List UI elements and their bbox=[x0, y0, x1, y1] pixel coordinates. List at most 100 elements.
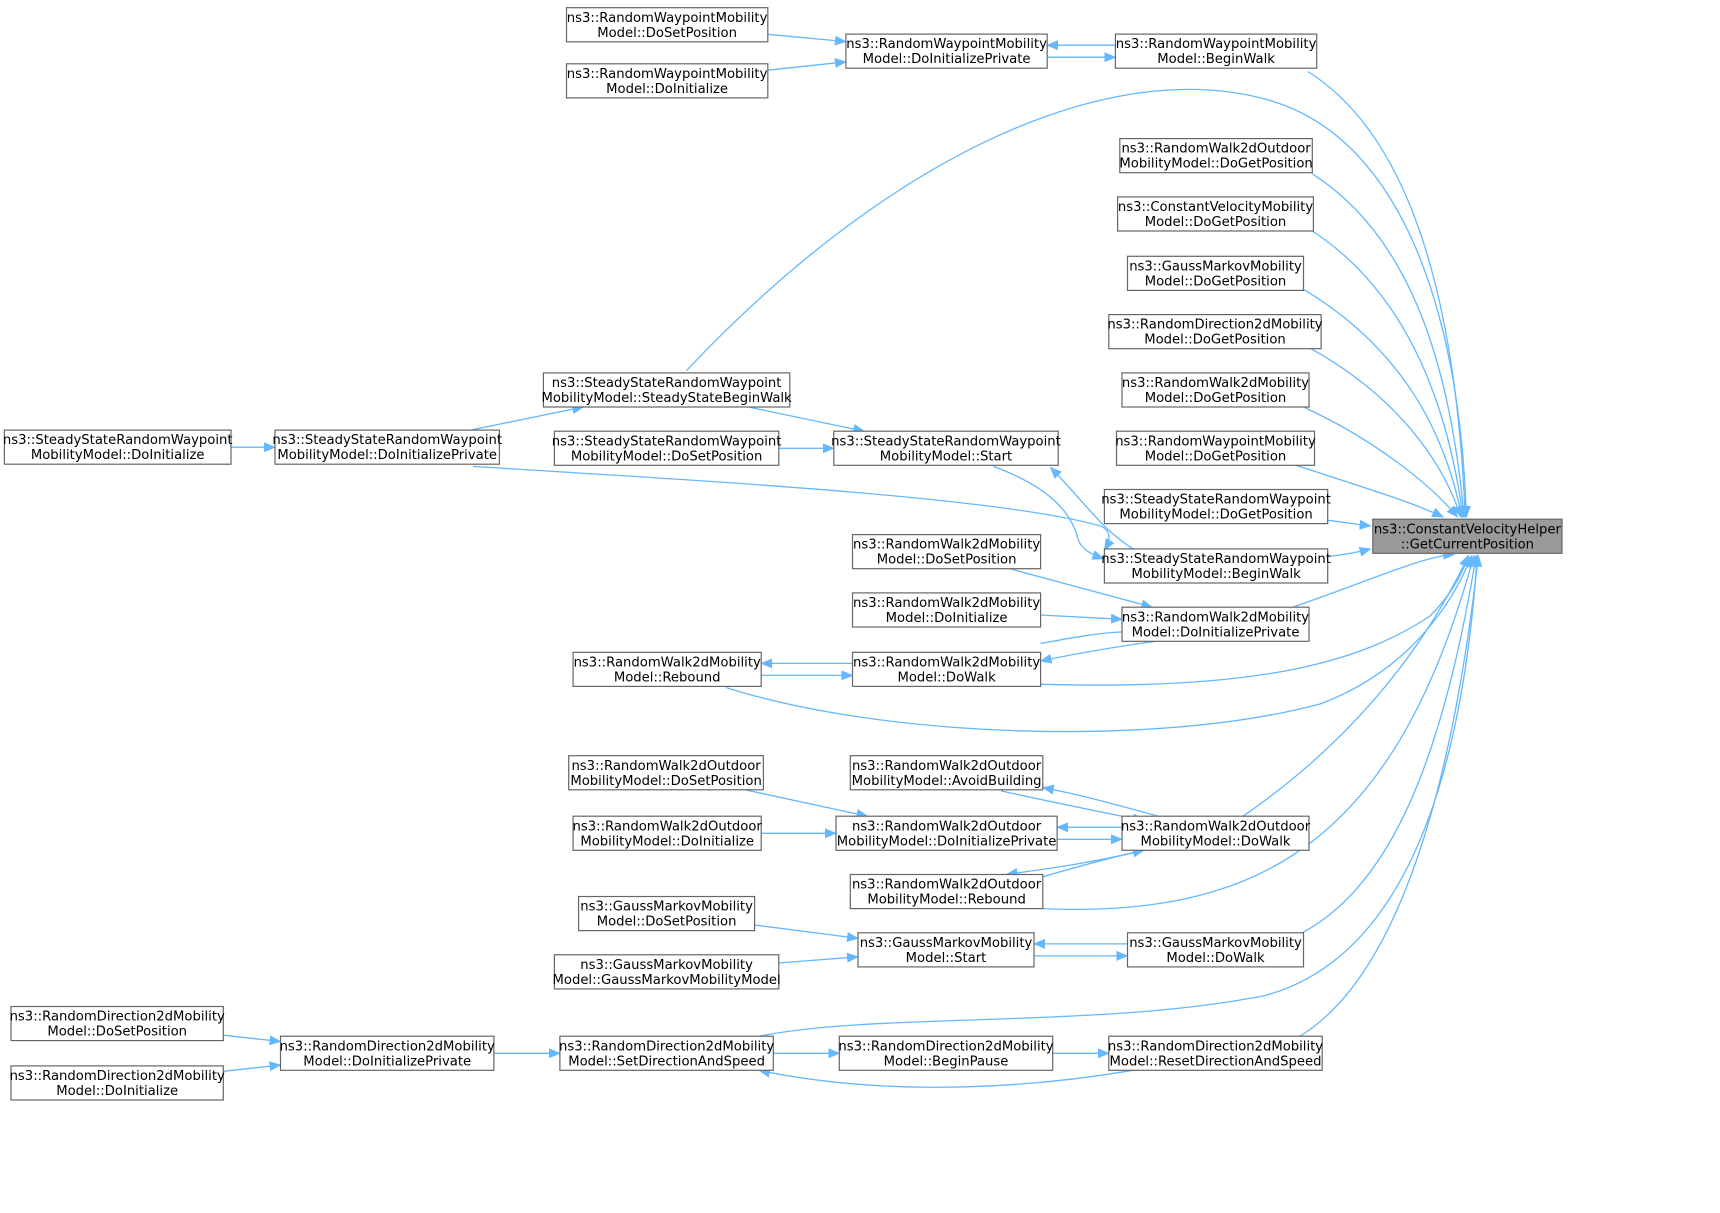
node-gm_ctor[interactable]: ns3::GaussMarkovMobilityModel::GaussMark… bbox=[553, 954, 781, 990]
node-box[interactable] bbox=[833, 430, 1059, 466]
node-rw2do_avoid[interactable]: ns3::RandomWalk2dOutdoorMobilityModel::A… bbox=[849, 755, 1044, 791]
node-box[interactable] bbox=[577, 895, 756, 932]
node-rw2do_doinitpriv[interactable]: ns3::RandomWalk2dOutdoorMobilityModel::D… bbox=[835, 815, 1058, 851]
node-label-line: ns3::GaussMarkovMobility bbox=[1129, 259, 1302, 274]
edge-cv_dogetpos-to-root bbox=[1311, 230, 1467, 518]
node-box[interactable] bbox=[835, 815, 1058, 851]
node-rwp_beginwalk[interactable]: ns3::RandomWaypointMobilityModel::BeginW… bbox=[1114, 33, 1318, 69]
node-box[interactable] bbox=[1121, 815, 1310, 851]
node-box[interactable] bbox=[10, 1005, 224, 1042]
node-box[interactable] bbox=[1119, 138, 1313, 174]
node-ssrwp_start[interactable]: ns3::SteadyStateRandomWaypointMobilityMo… bbox=[831, 430, 1061, 466]
node-box[interactable] bbox=[1115, 430, 1316, 466]
node-label-line: Model::GaussMarkovMobilityModel bbox=[553, 973, 781, 988]
node-box[interactable] bbox=[553, 430, 780, 466]
node-label-line: ns3::RandomWalk2dMobility bbox=[853, 655, 1040, 670]
node-gm_dosetpos[interactable]: ns3::GaussMarkovMobilityModel::DoSetPosi… bbox=[577, 895, 756, 932]
node-label-line: ns3::RandomWaypointMobility bbox=[567, 11, 768, 26]
node-rwp_dogetpos[interactable]: ns3::RandomWaypointMobilityModel::DoGetP… bbox=[1115, 430, 1316, 466]
node-ssrwp_dosetpos[interactable]: ns3::SteadyStateRandomWaypointMobilityMo… bbox=[552, 430, 782, 466]
node-box[interactable] bbox=[553, 954, 780, 990]
node-box[interactable] bbox=[3, 429, 232, 465]
edge-ssrwp_doinitpriv-to-ssrwp_beginwalk bbox=[472, 465, 1115, 551]
node-box[interactable] bbox=[849, 873, 1044, 910]
node-box[interactable] bbox=[1372, 518, 1563, 554]
node-box[interactable] bbox=[568, 755, 765, 791]
node-rw2do_doinit[interactable]: ns3::RandomWalk2dOutdoorMobilityModel::D… bbox=[572, 815, 763, 851]
node-box[interactable] bbox=[845, 33, 1048, 69]
node-ssrwp_doinit[interactable]: ns3::SteadyStateRandomWaypointMobilityMo… bbox=[3, 429, 233, 465]
node-label-line: ns3::RandomWalk2dOutdoor bbox=[571, 759, 761, 774]
node-box[interactable] bbox=[1114, 33, 1318, 69]
node-box[interactable] bbox=[849, 755, 1044, 791]
node-rd2d_doinit[interactable]: ns3::RandomDirection2dMobilityModel::DoI… bbox=[10, 1065, 225, 1101]
node-label-line: ns3::SteadyStateRandomWaypoint bbox=[831, 434, 1061, 449]
node-box[interactable] bbox=[851, 592, 1042, 628]
node-root[interactable]: ns3::ConstantVelocityHelper::GetCurrentP… bbox=[1372, 518, 1563, 554]
node-label-line: ::GetCurrentPosition bbox=[1401, 537, 1534, 552]
node-box[interactable] bbox=[572, 651, 762, 687]
node-rw2do_dowalk[interactable]: ns3::RandomWalk2dOutdoorMobilityModel::D… bbox=[1121, 815, 1311, 851]
edge-ssrwp_dogetpos-to-root bbox=[1327, 519, 1372, 530]
node-rw2do_dogetpos[interactable]: ns3::RandomWalk2dOutdoorMobilityModel::D… bbox=[1119, 138, 1313, 174]
node-rw2d_doinitpriv[interactable]: ns3::RandomWalk2dMobilityModel::DoInitia… bbox=[1121, 606, 1310, 642]
node-box[interactable] bbox=[559, 1035, 774, 1071]
node-label-line: ns3::RandomDirection2dMobility bbox=[10, 1069, 225, 1084]
node-rd2d_setdir[interactable]: ns3::RandomDirection2dMobilityModel::Set… bbox=[559, 1035, 774, 1071]
node-rwp_dosetpos[interactable]: ns3::RandomWaypointMobilityModel::DoSetP… bbox=[565, 7, 769, 43]
node-ssrwp_ssbeginwalk[interactable]: ns3::SteadyStateRandomWaypointMobilityMo… bbox=[541, 372, 792, 408]
node-rw2d_dosetpos[interactable]: ns3::RandomWalk2dMobilityModel::DoSetPos… bbox=[851, 533, 1042, 570]
node-box[interactable] bbox=[838, 1035, 1054, 1071]
node-box[interactable] bbox=[542, 372, 791, 408]
node-rd2d_dogetpos[interactable]: ns3::RandomDirection2dMobilityModel::DoG… bbox=[1107, 314, 1323, 350]
node-rd2d_doinitpriv[interactable]: ns3::RandomDirection2dMobilityModel::DoI… bbox=[279, 1035, 495, 1071]
node-box[interactable] bbox=[1103, 488, 1329, 525]
node-label-line: Model::DoInitialize bbox=[56, 1084, 178, 1099]
node-rw2d_doinit[interactable]: ns3::RandomWalk2dMobilityModel::DoInitia… bbox=[851, 592, 1042, 628]
node-label-line: Model::DoGetPosition bbox=[1145, 391, 1287, 406]
node-rw2do_dosetpos[interactable]: ns3::RandomWalk2dOutdoorMobilityModel::D… bbox=[568, 755, 765, 791]
node-box[interactable] bbox=[1108, 1035, 1323, 1071]
node-rwp_doinit[interactable]: ns3::RandomWaypointMobilityModel::DoInit… bbox=[565, 63, 769, 99]
node-gm_start[interactable]: ns3::GaussMarkovMobilityModel::Start bbox=[857, 932, 1035, 968]
node-label-line: ns3::RandomWaypointMobility bbox=[846, 37, 1047, 52]
node-box[interactable] bbox=[1121, 372, 1310, 408]
node-box[interactable] bbox=[851, 651, 1042, 687]
node-box[interactable] bbox=[279, 1035, 495, 1071]
node-rw2do_rebound[interactable]: ns3::RandomWalk2dOutdoorMobilityModel::R… bbox=[849, 873, 1044, 910]
node-box[interactable] bbox=[851, 533, 1042, 570]
node-box[interactable] bbox=[10, 1065, 224, 1101]
node-box[interactable] bbox=[565, 63, 769, 99]
node-box[interactable] bbox=[572, 815, 762, 851]
node-rd2d_resetdir[interactable]: ns3::RandomDirection2dMobilityModel::Res… bbox=[1108, 1035, 1323, 1071]
node-gm_dowalk[interactable]: ns3::GaussMarkovMobilityModel::DoWalk bbox=[1126, 932, 1305, 968]
node-ssrwp_dogetpos[interactable]: ns3::SteadyStateRandomWaypointMobilityMo… bbox=[1101, 488, 1331, 525]
node-box[interactable] bbox=[274, 429, 500, 465]
node-label-line: MobilityModel::DoSetPosition bbox=[571, 449, 763, 464]
node-box[interactable] bbox=[565, 7, 769, 43]
node-cv_dogetpos[interactable]: ns3::ConstantVelocityMobilityModel::DoGe… bbox=[1116, 196, 1314, 232]
node-label-line: MobilityModel::DoSetPosition bbox=[570, 774, 762, 789]
node-ssrwp_doinitpriv[interactable]: ns3::SteadyStateRandomWaypointMobilityMo… bbox=[272, 429, 502, 465]
node-gm_dogetpos[interactable]: ns3::GaussMarkovMobilityModel::DoGetPosi… bbox=[1126, 255, 1305, 291]
node-box[interactable] bbox=[1126, 255, 1305, 291]
node-box[interactable] bbox=[1126, 932, 1305, 968]
edge-rw2d_doinitpriv-to-rw2d_dowalk bbox=[1039, 640, 1156, 664]
node-box[interactable] bbox=[1121, 606, 1310, 642]
node-label-line: MobilityModel::DoWalk bbox=[1140, 834, 1290, 849]
node-label-line: Model::DoSetPosition bbox=[597, 915, 737, 930]
node-rwp_doinitpriv[interactable]: ns3::RandomWaypointMobilityModel::DoInit… bbox=[845, 33, 1048, 69]
node-box[interactable] bbox=[857, 932, 1035, 968]
node-rw2d_dogetpos[interactable]: ns3::RandomWalk2dMobilityModel::DoGetPos… bbox=[1121, 372, 1310, 408]
node-rd2d_dosetpos[interactable]: ns3::RandomDirection2dMobilityModel::DoS… bbox=[10, 1005, 225, 1042]
node-ssrwp_beginwalk[interactable]: ns3::SteadyStateRandomWaypointMobilityMo… bbox=[1101, 548, 1331, 584]
node-box[interactable] bbox=[1116, 196, 1314, 232]
node-box[interactable] bbox=[1103, 548, 1329, 584]
edge-rwp_doinit-to-rwp_doinitpriv bbox=[767, 58, 847, 71]
node-box[interactable] bbox=[1108, 314, 1322, 350]
node-label-line: ns3::RandomDirection2dMobility bbox=[559, 1039, 774, 1054]
edge-rw2d_dogetpos-to-root bbox=[1303, 406, 1459, 518]
node-rd2d_beginpause[interactable]: ns3::RandomDirection2dMobilityModel::Beg… bbox=[838, 1035, 1054, 1071]
